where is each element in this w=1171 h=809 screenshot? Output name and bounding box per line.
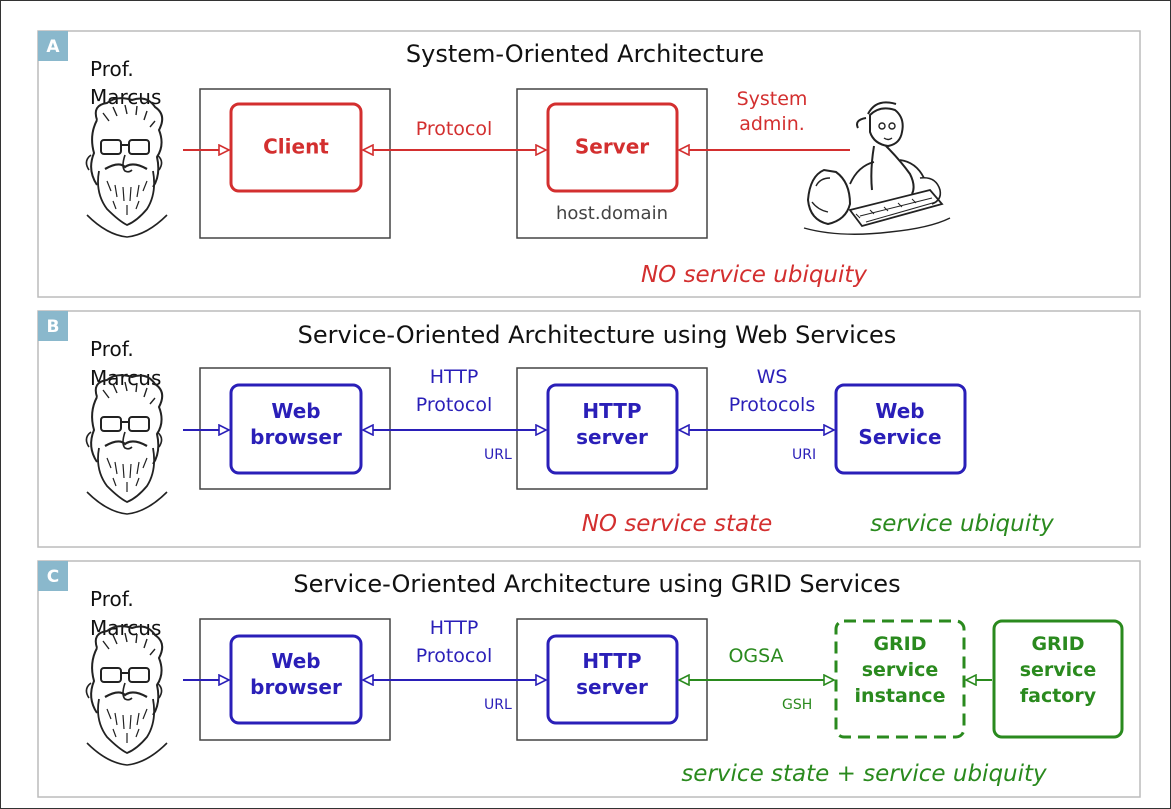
panel-a: A System-Oriented Architecture Prof. Mar… — [37, 30, 1141, 298]
panel-a-title: System-Oriented Architecture — [406, 40, 764, 68]
server-host-box-a — [516, 88, 708, 239]
grid-instance-label-2: service — [862, 659, 939, 681]
url-label-b: URL — [484, 447, 512, 463]
http-server-label-c-2: server — [576, 675, 648, 699]
gsh-label: GSH — [782, 697, 812, 713]
http-server-box-c — [546, 634, 679, 725]
web-browser-box-c — [229, 634, 363, 725]
grid-instance-label-3: instance — [855, 685, 946, 707]
web-browser-label-b-1: Web — [271, 399, 320, 423]
http-server-label-c-1: HTTP — [582, 649, 641, 673]
panel-c-user-label-1: Prof. — [90, 587, 134, 611]
http-protocol-label-b-1: HTTP — [430, 366, 479, 388]
admin-label-1: System — [737, 88, 808, 110]
ws-protocols-label-2: Protocols — [729, 394, 815, 416]
grid-factory-label-3: factory — [1020, 685, 1097, 707]
ogsa-label: OGSA — [728, 645, 783, 667]
tagline-b-left: NO service state — [582, 511, 773, 537]
grid-instance-label-1: GRID — [873, 633, 926, 655]
client-label-a: Client — [263, 135, 329, 159]
panel-b-title: Service-Oriented Architecture using Web … — [298, 321, 897, 349]
panel-a-badge-bg — [38, 31, 68, 61]
http-protocol-label-c-1: HTTP — [430, 617, 479, 639]
panel-a-badge: A — [46, 37, 60, 57]
http-server-box-b — [546, 383, 679, 475]
web-service-box — [834, 383, 967, 475]
client-box-a — [229, 102, 363, 193]
client-host-box-a — [199, 88, 391, 239]
panel-c-badge: C — [47, 567, 59, 587]
protocol-label-a: Protocol — [416, 118, 493, 140]
web-browser-box-b — [229, 383, 363, 475]
panel-b: B Service-Oriented Architecture using We… — [37, 310, 1141, 548]
grid-factory-label-1: GRID — [1031, 633, 1084, 655]
host-domain-label: host.domain — [556, 203, 668, 224]
http-server-label-b-1: HTTP — [582, 399, 641, 423]
panel-c-title: Service-Oriented Architecture using GRID… — [293, 570, 900, 598]
web-service-label-1: Web — [875, 399, 924, 423]
tagline-a: NO service ubiquity — [641, 262, 867, 288]
http-protocol-label-b-2: Protocol — [416, 394, 493, 416]
grid-service-instance-box — [834, 619, 966, 739]
panel-c: C Service-Oriented Architecture using GR… — [37, 560, 1141, 798]
ws-protocols-label-1: WS — [757, 366, 788, 388]
web-browser-label-c-2: browser — [250, 675, 342, 699]
web-service-label-2: Service — [858, 425, 941, 449]
web-browser-label-c-1: Web — [271, 649, 320, 673]
panel-a-user-label-1: Prof. — [90, 57, 134, 81]
panel-b-user-label-1: Prof. — [90, 337, 134, 361]
tagline-c: service state + service ubiquity — [681, 761, 1047, 787]
uri-label: URI — [792, 447, 816, 463]
http-protocol-label-c-2: Protocol — [416, 645, 493, 667]
server-label-a: Server — [575, 135, 649, 159]
panel-a-border — [37, 30, 1141, 298]
url-label-c: URL — [484, 697, 512, 713]
panel-b-badge-bg — [38, 311, 68, 341]
admin-label-2: admin. — [739, 113, 805, 135]
panel-c-badge-bg — [38, 561, 68, 591]
web-browser-label-b-2: browser — [250, 425, 342, 449]
tagline-b-right: service ubiquity — [870, 511, 1054, 537]
grid-factory-label-2: service — [1020, 659, 1097, 681]
http-server-label-b-2: server — [576, 425, 648, 449]
grid-service-factory-box — [992, 619, 1124, 739]
panel-b-badge: B — [47, 317, 60, 337]
server-box-a — [546, 102, 679, 193]
